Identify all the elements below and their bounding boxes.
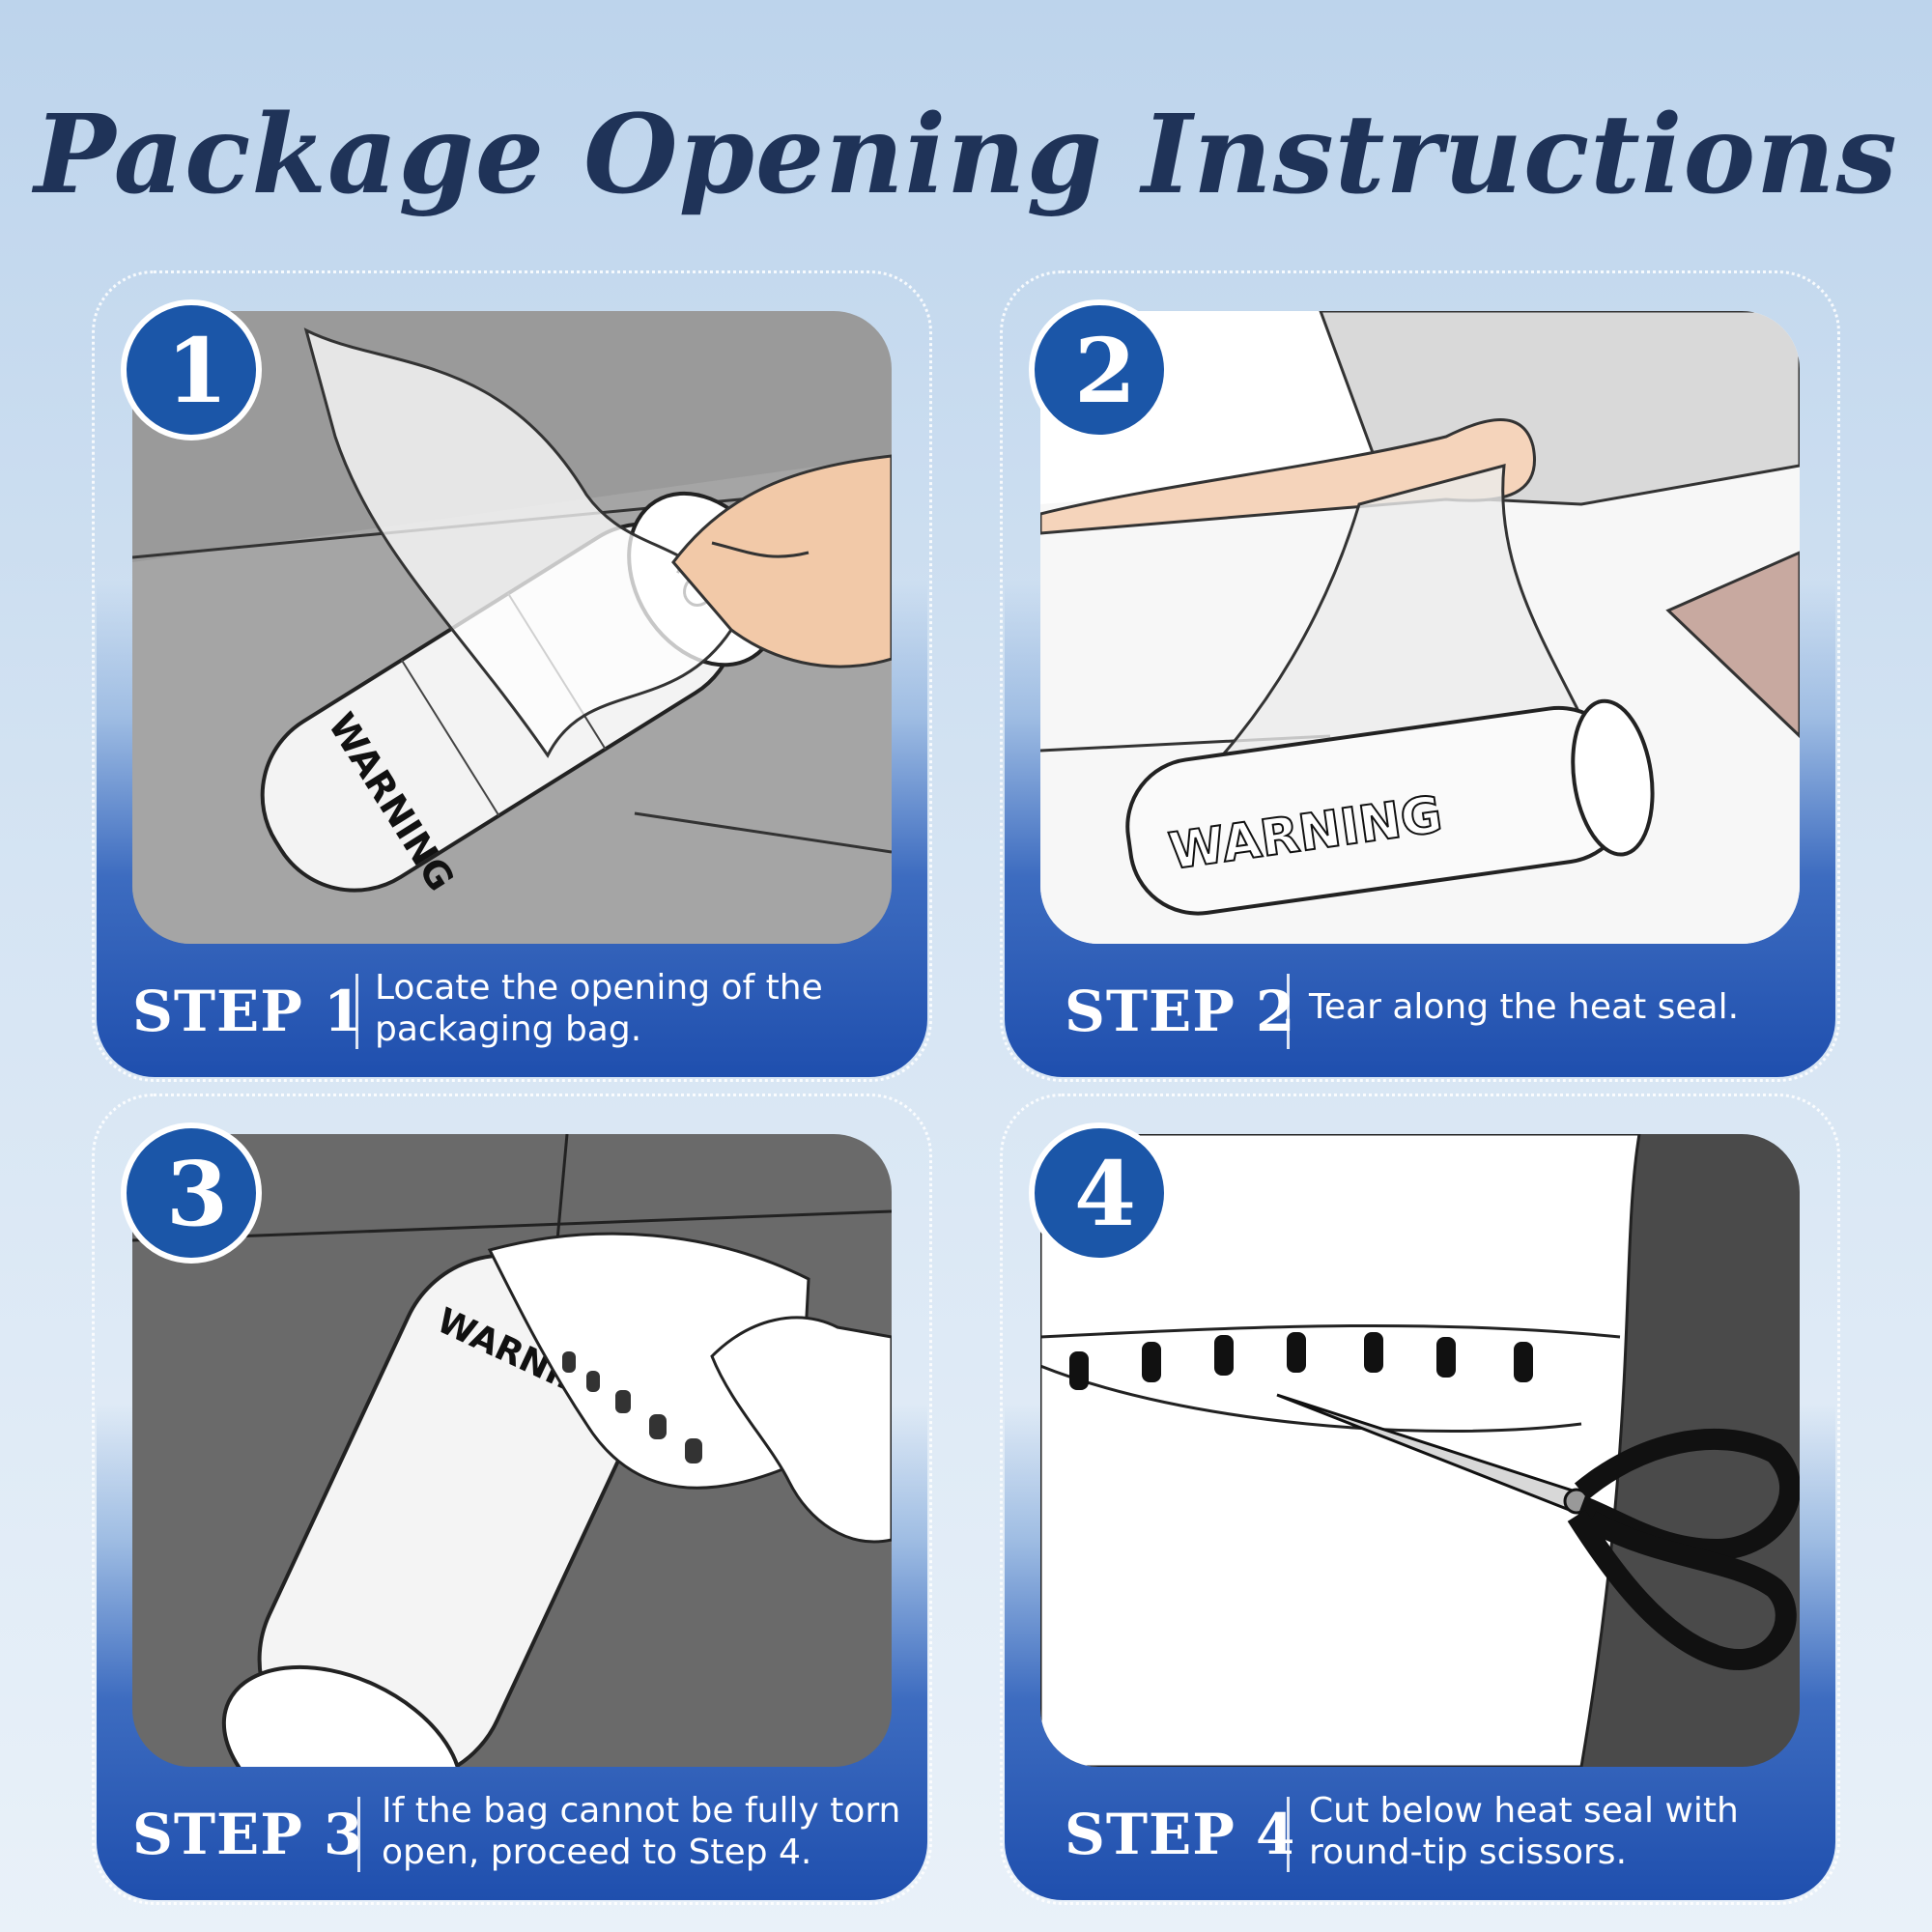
step-number: 4 (1073, 1142, 1136, 1246)
step-4-instruction: Cut below heat seal with round-tip sciss… (1309, 1791, 1739, 1872)
step-card-2: WARNING 2 STEP 2 Tear along the heat sea… (1005, 275, 1835, 1077)
step-3-illustration: WARNING (132, 1134, 892, 1767)
step-divider (357, 1797, 360, 1872)
card-outline-1 (92, 270, 932, 1082)
step-1-number-badge: 1 (121, 299, 262, 440)
step-4-illustration (1040, 1134, 1800, 1767)
card-outline-3 (92, 1094, 932, 1905)
step-3-label: STEP 3 (132, 1802, 364, 1867)
scissors-icon (1276, 1393, 1800, 1670)
step-2-instruction: Tear along the heat seal. (1309, 987, 1740, 1027)
step-2-label: STEP 2 (1065, 979, 1296, 1044)
step-card-1: WARNING 1 STEP 1 Locate the opening of t… (97, 275, 927, 1077)
bag-package (1040, 1134, 1641, 1767)
step-number: 3 (165, 1142, 228, 1246)
card-outline-4 (1000, 1094, 1840, 1905)
step-divider (1287, 1797, 1290, 1872)
step-4-number-badge: 4 (1029, 1122, 1170, 1264)
torn-plastic (303, 327, 733, 758)
heat-seal-perforations (1069, 1332, 1533, 1390)
step-3-instruction: If the bag cannot be fully torn open, pr… (382, 1791, 901, 1872)
step-1-label: STEP 1 (132, 979, 364, 1044)
step-card-3: WARNING 3 STEP 3 If the bag cannot be fu… (97, 1098, 927, 1900)
step-divider (355, 974, 358, 1049)
step-2-illustration: WARNING (1040, 311, 1800, 944)
step-1-instruction: Locate the opening of the packaging bag. (375, 968, 823, 1049)
step-number: 1 (165, 319, 228, 423)
torn-plastic (487, 1232, 810, 1490)
step-1-illustration: WARNING (132, 311, 892, 944)
step-card-4: 4 STEP 4 Cut below heat seal with round-… (1005, 1098, 1835, 1900)
step-4-label: STEP 4 (1065, 1802, 1296, 1867)
step-3-number-badge: 3 (121, 1122, 262, 1264)
step-number: 2 (1073, 319, 1136, 423)
page-title: Package Opening Instructions (34, 92, 1898, 218)
card-outline-2 (1000, 270, 1840, 1082)
step-2-number-badge: 2 (1029, 299, 1170, 440)
step-divider (1287, 974, 1290, 1049)
